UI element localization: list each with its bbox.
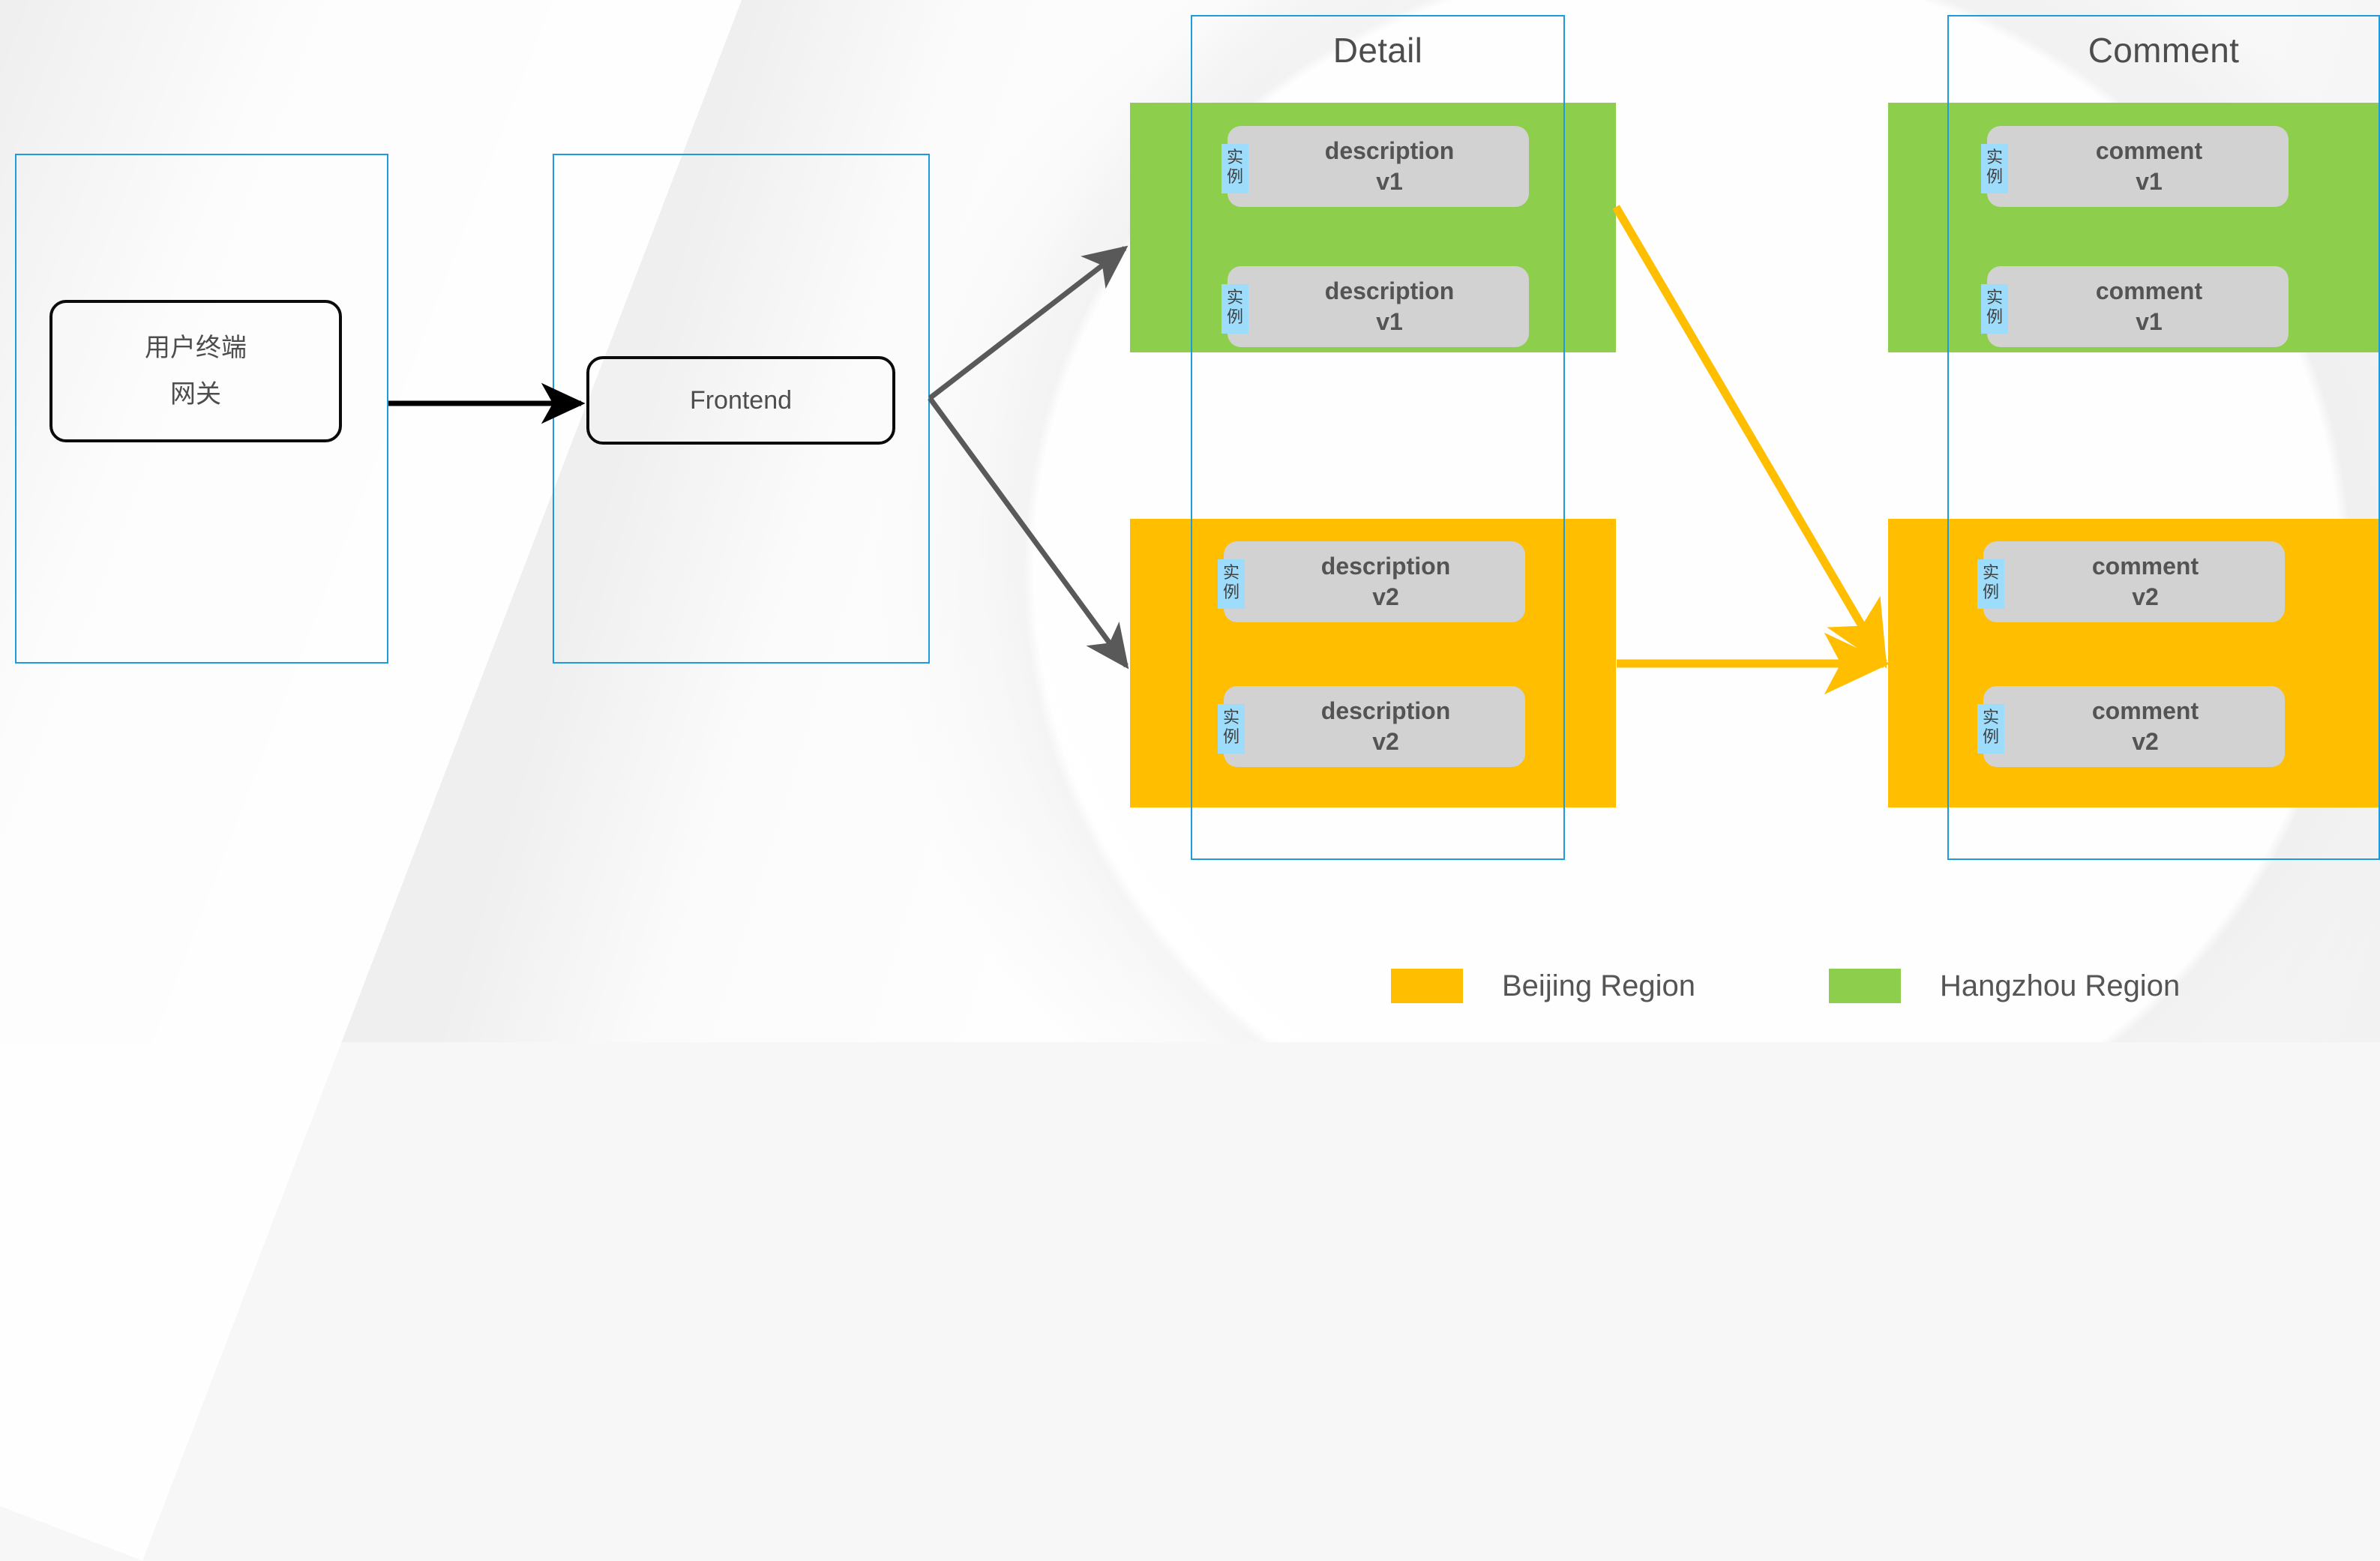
legend-label-hangzhou: Hangzhou Region xyxy=(1939,969,2181,1002)
comment-group-container: Comment xyxy=(1947,15,2380,860)
legend-item-hangzhou: Hangzhou Region xyxy=(1828,969,2181,1003)
arrow-frontend-to-detail-beijing xyxy=(928,396,1129,670)
legend-swatch-hangzhou xyxy=(1828,969,1901,1003)
frontend-node-label: Frontend xyxy=(689,386,793,415)
instance-badge-icon: 实例 xyxy=(1218,704,1245,754)
client-node-line1: 用户终端 xyxy=(145,334,247,362)
instance-badge-icon: 实例 xyxy=(1981,284,2008,334)
legend-label-beijing: Beijing Region xyxy=(1502,969,1695,1002)
client-group-container xyxy=(15,154,388,664)
client-gateway-node[interactable]: 用户终端 网关 xyxy=(49,300,342,442)
legend: Beijing Region Hangzhou Region xyxy=(1391,969,2180,1003)
legend-item-beijing: Beijing Region xyxy=(1391,969,1695,1003)
instance-badge-icon: 实例 xyxy=(1977,704,2004,754)
instance-badge-icon: 实例 xyxy=(1218,559,1245,609)
detail-group-title: Detail xyxy=(1332,31,1423,70)
frontend-node[interactable]: Frontend xyxy=(586,356,895,445)
client-node-line2: 网关 xyxy=(170,380,221,409)
detail-group-container: Detail xyxy=(1191,15,1565,860)
instance-badge-icon: 实例 xyxy=(1981,144,2008,193)
legend-swatch-beijing xyxy=(1391,969,1463,1003)
arrow-detail-hangzhou-to-comment-beijing xyxy=(1612,205,1887,669)
instance-badge-icon: 实例 xyxy=(1977,559,2004,609)
arrow-frontend-to-detail-hangzhou xyxy=(928,245,1129,400)
comment-group-title: Comment xyxy=(2088,31,2240,70)
instance-badge-icon: 实例 xyxy=(1221,284,1248,334)
instance-badge-icon: 实例 xyxy=(1221,144,1248,193)
